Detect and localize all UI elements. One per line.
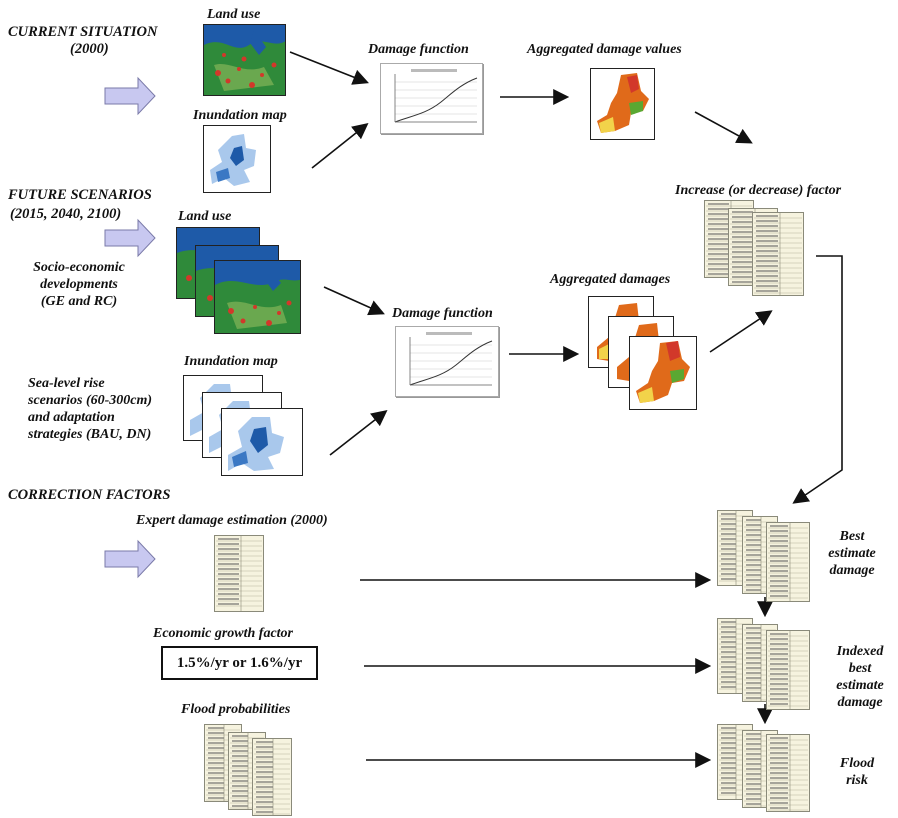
aggregated-damages-label: Aggregated damages — [550, 272, 671, 287]
sea-level-line-1: Sea-level rise — [28, 376, 105, 391]
best-line-1: Best — [839, 529, 865, 544]
heading-current-situation: CURRENT SITUATION — [8, 24, 158, 40]
table-rows-graphic — [206, 725, 240, 801]
inundation-map-label-2: Inundation map — [184, 354, 278, 369]
arrow-inundation2-to-damage2 — [329, 410, 388, 456]
block-arrow-future — [104, 218, 156, 258]
land-use-map-image — [203, 24, 286, 96]
table-rows-graphic — [230, 733, 264, 809]
table-rows-graphic — [754, 213, 802, 295]
aggregated-damage-map — [590, 68, 655, 140]
block-arrow-correction — [104, 539, 156, 579]
aggregated-damages-stack-3 — [629, 336, 697, 410]
indexed-estimate-label: Indexed best estimate damage — [830, 643, 890, 711]
best-table-3 — [766, 522, 810, 602]
heading-future-scenarios: FUTURE SCENARIOS — [8, 187, 152, 203]
aggregated-damage-values-label: Aggregated damage values — [527, 42, 682, 57]
table-rows-graphic — [768, 735, 808, 811]
damage-function-graph-2 — [395, 326, 499, 397]
flood-risk-label: Flood risk — [832, 755, 882, 789]
increase-factor-label: Increase (or decrease) factor — [675, 183, 842, 198]
flood-line-1: Flood — [839, 756, 875, 771]
best-line-2: estimate — [828, 546, 876, 561]
heading-future-years: (2015, 2040, 2100) — [10, 206, 122, 222]
inundation-map-label-1: Inundation map — [193, 108, 287, 123]
table-rows-graphic — [768, 631, 808, 709]
sea-level-line-2: scenarios (60-300cm) — [28, 393, 153, 408]
damage-function-label-1: Damage function — [368, 42, 469, 57]
land-use-label-1: Land use — [207, 7, 261, 22]
table-rows-graphic — [768, 523, 808, 601]
land-use-map-stack-3 — [214, 260, 301, 334]
best-estimate-label: Best estimate damage — [822, 528, 882, 579]
flood-prob-table-3 — [252, 738, 292, 816]
land-use-label-2: Land use — [178, 209, 232, 224]
sea-level-line-4: strategies (BAU, DN) — [28, 427, 152, 442]
table-rows-graphic — [744, 517, 776, 593]
arrow-inundation-to-damage1 — [311, 123, 369, 169]
socio-economic-label: Socio-economic developments (GE and RC) — [24, 259, 134, 310]
sea-level-line-3: and adaptation — [28, 410, 115, 425]
arrow-aggregated2-to-factor — [709, 310, 773, 353]
indexed-line-3: estimate — [836, 678, 884, 693]
arrow-aggregated-to-factor — [694, 111, 753, 144]
socio-economic-line-2: developments — [40, 277, 118, 292]
indexed-table-3 — [766, 630, 810, 710]
socio-economic-line-3: (GE and RC) — [40, 294, 118, 309]
heading-current-year: (2000) — [70, 41, 109, 57]
heading-correction-factors: CORRECTION FACTORS — [8, 487, 171, 503]
damage-function-label-2: Damage function — [392, 306, 493, 321]
flood-probabilities-label: Flood probabilities — [181, 702, 291, 717]
table-rows-graphic — [216, 536, 262, 611]
table-rows-graphic — [254, 739, 290, 815]
risk-table-3 — [766, 734, 810, 812]
arrow-landuse-to-damage1 — [289, 51, 369, 85]
economic-growth-label: Economic growth factor — [153, 626, 294, 641]
sea-level-label: Sea-level rise scenarios (60-300cm) and … — [28, 375, 152, 443]
block-arrow-current — [104, 76, 156, 116]
indexed-line-2: best — [848, 661, 872, 676]
growth-value-box: 1.5%/yr or 1.6%/yr — [161, 646, 318, 680]
inundation-map-image — [203, 125, 271, 193]
expert-damage-label: Expert damage estimation (2000) — [136, 513, 328, 528]
arrow-landuse2-to-damage2 — [323, 286, 385, 316]
arrow-factor-to-best — [792, 255, 843, 504]
socio-economic-line-1: Socio-economic — [33, 260, 125, 275]
increase-factor-table-3 — [752, 212, 804, 296]
indexed-line-4: damage — [837, 695, 883, 710]
expert-damage-table — [214, 535, 264, 612]
best-line-3: damage — [829, 563, 875, 578]
inundation-map-stack-3 — [221, 408, 303, 476]
flood-line-2: risk — [846, 773, 868, 788]
growth-value-text: 1.5%/yr or 1.6%/yr — [176, 654, 303, 671]
damage-function-graph-1 — [380, 63, 483, 134]
indexed-line-1: Indexed — [836, 644, 884, 659]
